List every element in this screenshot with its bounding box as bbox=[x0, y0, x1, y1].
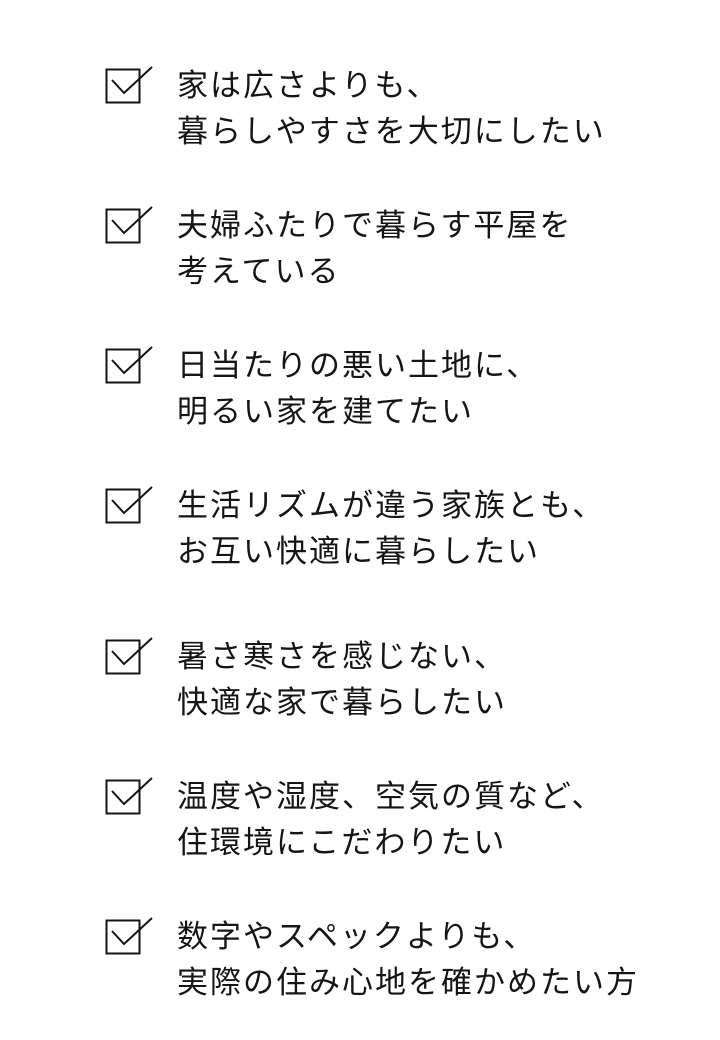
checkbox-checked-icon bbox=[104, 66, 156, 109]
checkbox-checked-icon bbox=[104, 206, 156, 249]
checklist-item: 夫婦ふたりで暮らす平屋を 考えている bbox=[0, 206, 720, 319]
checklist-item: 生活リズムが違う家族とも、 お互い快適に暮らしたい bbox=[0, 486, 720, 599]
checklist-item-line: 実際の住み心地を確かめたい方 bbox=[177, 965, 639, 1001]
checkbox-checked-icon bbox=[104, 637, 156, 680]
checklist-item-line: 暮らしやすさを大切にしたい bbox=[177, 114, 606, 150]
checklist-item-line: お互い快適に暮らしたい bbox=[177, 534, 540, 570]
checklist-item-text: 生活リズムが違う家族とも、 お互い快適に暮らしたい bbox=[177, 483, 605, 575]
checklist-item-line: 数字やスペックよりも、 bbox=[177, 919, 537, 955]
checklist-item: 日当たりの悪い土地に、 明るい家を建てたい bbox=[0, 346, 720, 459]
checklist-item-line: 温度や湿度、空気の質など、 bbox=[177, 779, 605, 815]
checklist-item-line: 家は広さよりも、 bbox=[177, 68, 440, 104]
checklist-item-line: 住環境にこだわりたい bbox=[177, 825, 507, 861]
checklist-item-line: 明るい家を建てたい bbox=[177, 394, 474, 430]
checklist-item-text: 夫婦ふたりで暮らす平屋を 考えている bbox=[177, 203, 572, 295]
checklist-item-text: 日当たりの悪い土地に、 明るい家を建てたい bbox=[177, 343, 539, 435]
checkbox-checked-icon bbox=[104, 346, 156, 389]
checklist-item: 温度や湿度、空気の質など、 住環境にこだわりたい bbox=[0, 777, 720, 890]
checkbox-checked-icon bbox=[104, 777, 156, 820]
checklist-item: 家は広さよりも、 暮らしやすさを大切にしたい bbox=[0, 66, 720, 179]
checklist-item-line: 暑さ寒さを感じない、 bbox=[177, 639, 507, 675]
checklist-item-line: 日当たりの悪い土地に、 bbox=[177, 348, 540, 384]
checklist-item: 暑さ寒さを感じない、 快適な家で暮らしたい bbox=[0, 637, 720, 750]
checkbox-checked-icon bbox=[104, 917, 156, 960]
checklist-item-text: 温度や湿度、空気の質など、 住環境にこだわりたい bbox=[177, 774, 604, 866]
checklist-item-line: 考えている bbox=[177, 254, 341, 290]
checklist-item-text: 家は広さよりも、 暮らしやすさを大切にしたい bbox=[177, 63, 606, 155]
checklist-item-text: 数字やスペックよりも、 実際の住み心地を確かめたい方 bbox=[177, 914, 639, 1006]
checklist-item-text: 暑さ寒さを感じない、 快適な家で暮らしたい bbox=[177, 634, 507, 726]
checklist-item-line: 夫婦ふたりで暮らす平屋を bbox=[177, 208, 573, 244]
checklist-item-line: 生活リズムが違う家族とも、 bbox=[177, 488, 606, 524]
checklist-item-line: 快適な家で暮らしたい bbox=[177, 685, 507, 721]
checkbox-checked-icon bbox=[104, 486, 156, 529]
checklist-item: 数字やスペックよりも、 実際の住み心地を確かめたい方 bbox=[0, 917, 720, 1030]
